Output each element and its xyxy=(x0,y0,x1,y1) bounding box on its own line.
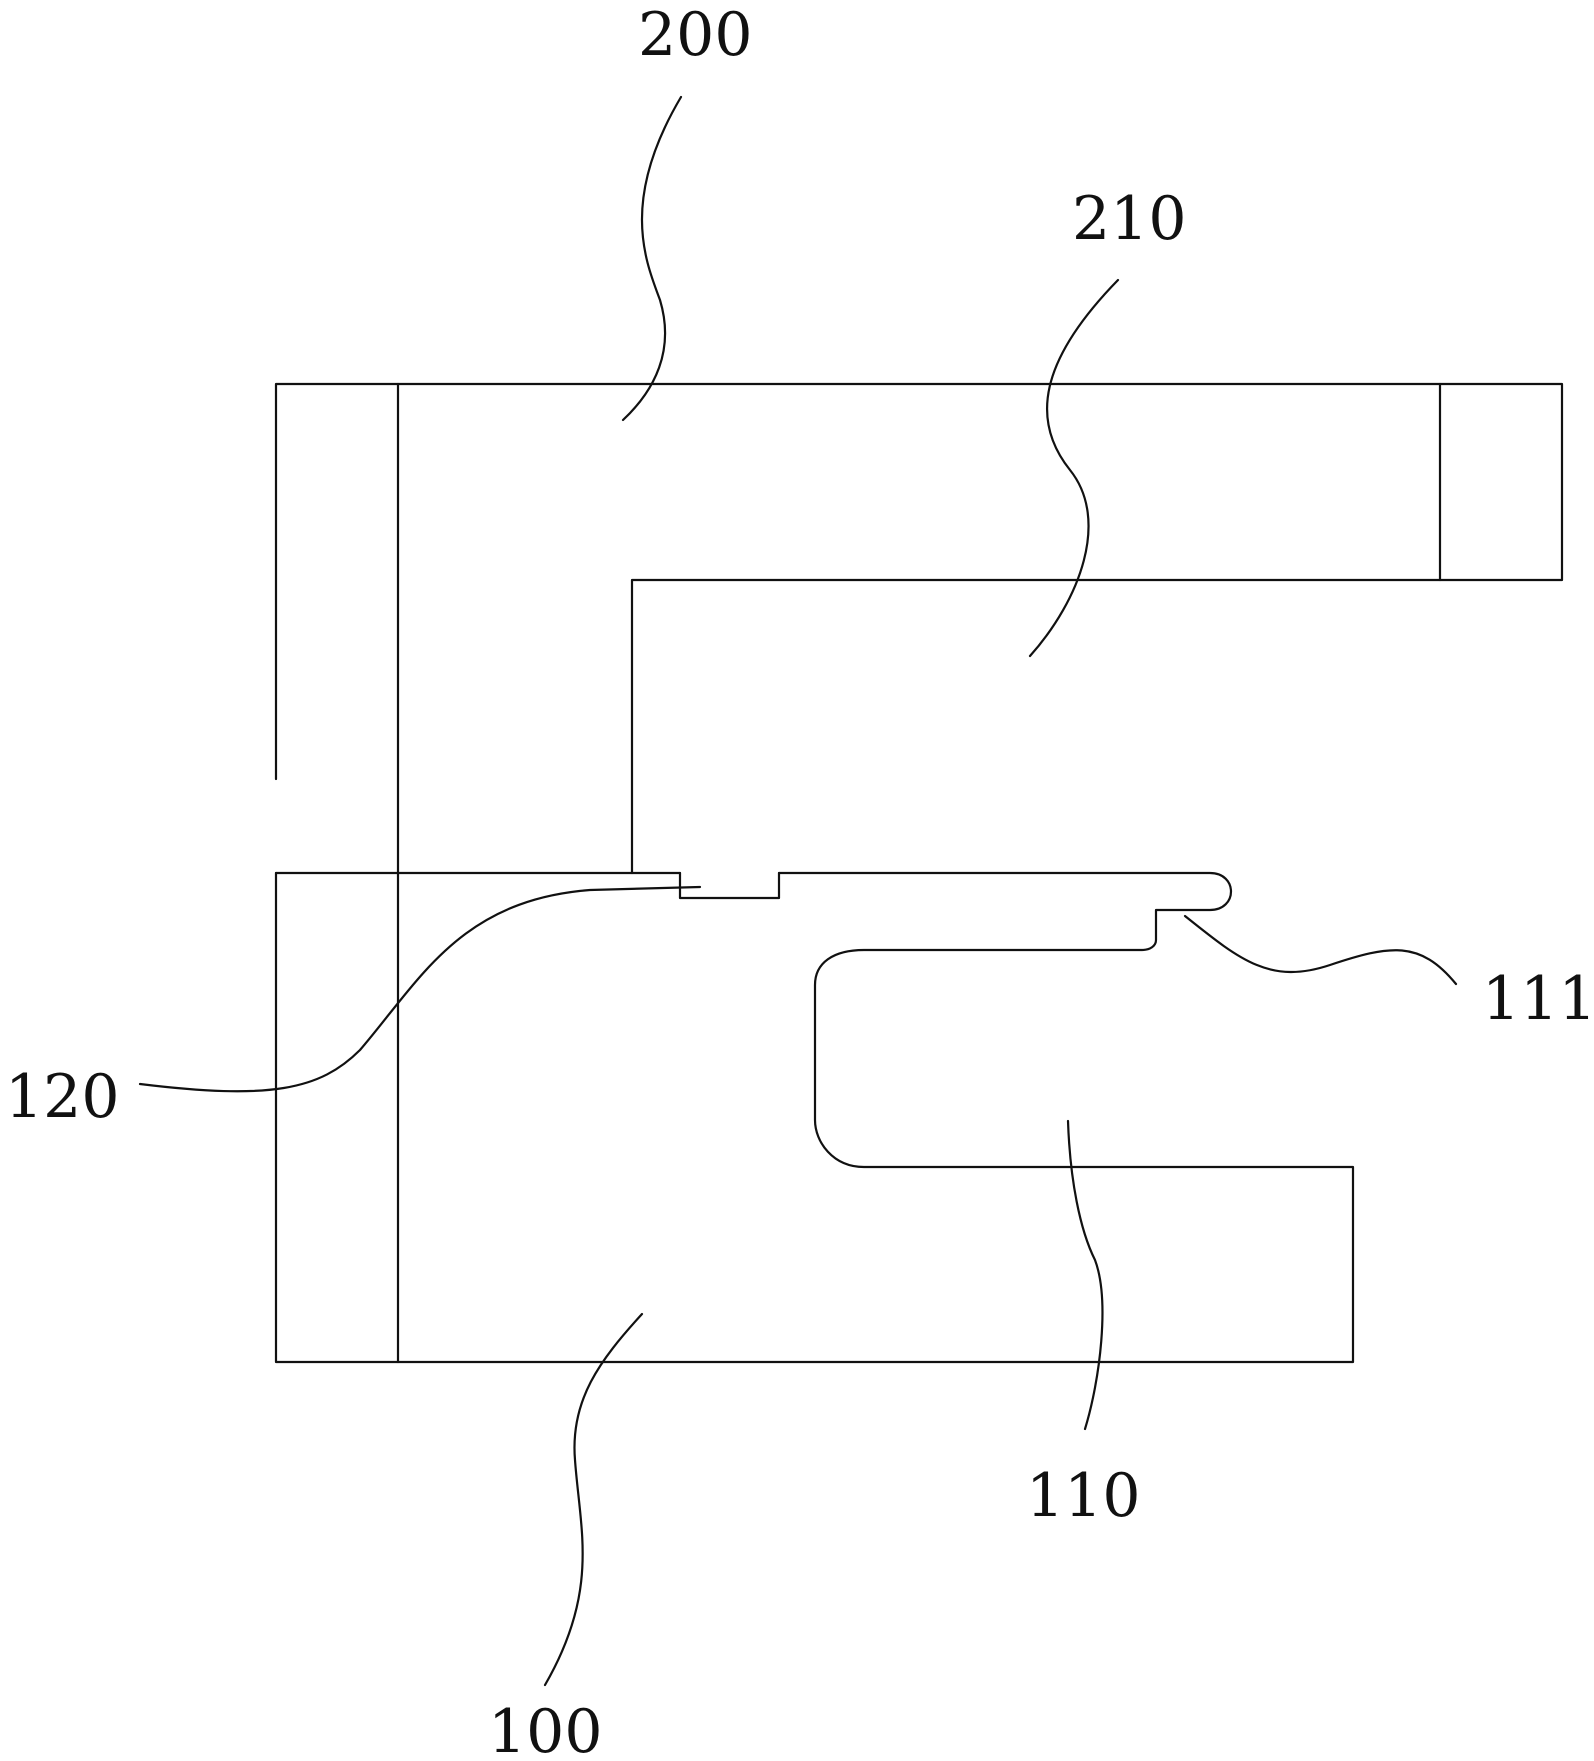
leader-120 xyxy=(138,885,702,1093)
leader-100 xyxy=(543,1312,644,1687)
lower-member-100 xyxy=(274,871,1355,1364)
lower-member-outline xyxy=(274,871,1355,1364)
upper-member-200 xyxy=(274,382,1564,1364)
label-100: 100 xyxy=(488,1697,603,1761)
label-111: 111 xyxy=(1482,964,1594,1034)
label-110: 110 xyxy=(1026,1461,1141,1531)
label-210: 210 xyxy=(1072,184,1187,254)
leader-lines xyxy=(138,95,1458,1687)
label-120: 120 xyxy=(5,1062,120,1132)
upper-member-outline xyxy=(274,382,1564,875)
label-200: 200 xyxy=(638,0,753,70)
step-notch-120 xyxy=(678,871,781,900)
leader-200 xyxy=(621,95,683,422)
leader-110 xyxy=(1066,1119,1104,1431)
leader-210 xyxy=(1028,278,1120,658)
leader-111 xyxy=(1183,914,1458,986)
